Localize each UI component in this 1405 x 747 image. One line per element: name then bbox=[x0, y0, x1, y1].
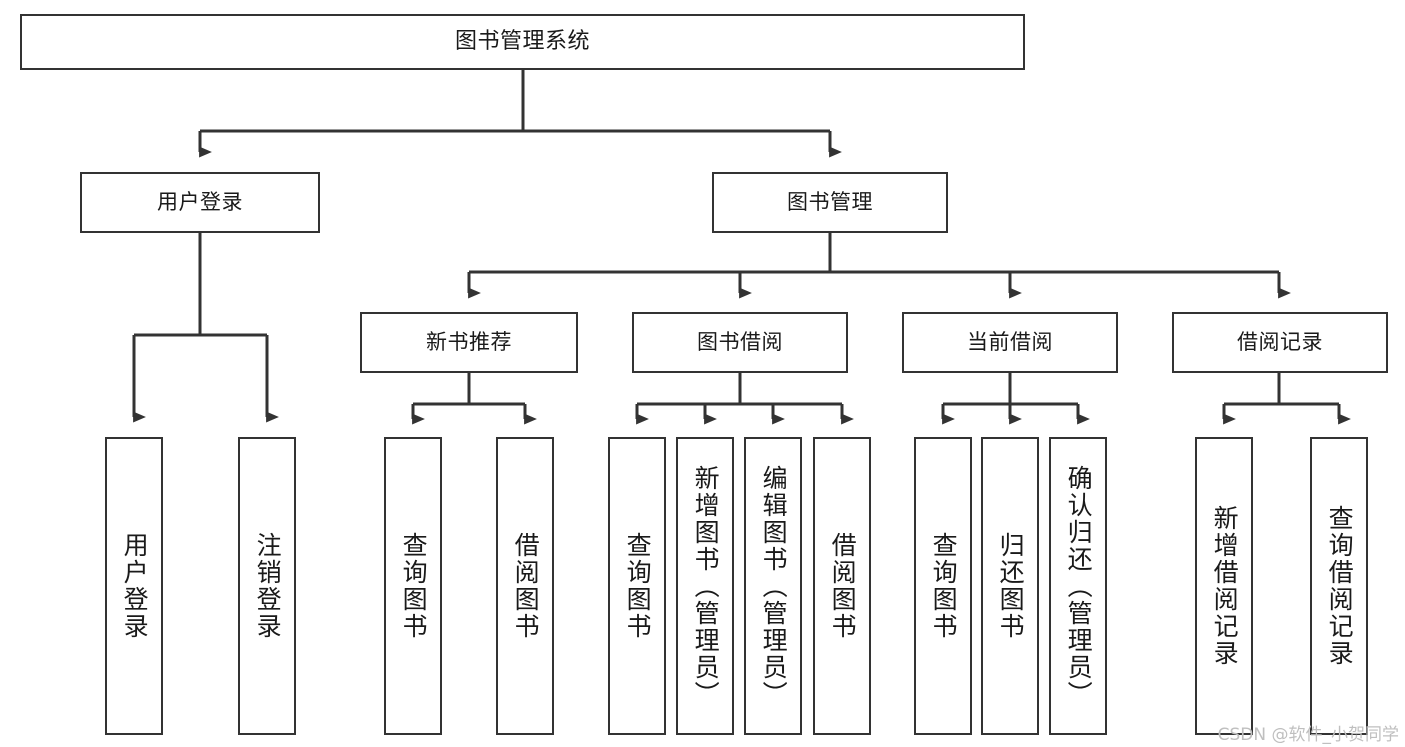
node-leaf-query-book-2[interactable]: 查询图书 bbox=[608, 437, 666, 735]
node-leaf-add-book[interactable]: 新增图书（管理员） bbox=[676, 437, 734, 735]
node-label: 查询图书 bbox=[929, 532, 959, 640]
node-current-borrow[interactable]: 当前借阅 bbox=[902, 312, 1118, 373]
node-label: 编辑图书（管理员） bbox=[759, 464, 789, 708]
node-leaf-edit-book[interactable]: 编辑图书（管理员） bbox=[744, 437, 802, 735]
node-label: 新增图书（管理员） bbox=[691, 464, 721, 708]
node-label: 用户登录 bbox=[120, 532, 150, 640]
node-user-login[interactable]: 用户登录 bbox=[80, 172, 320, 233]
node-label: 当前借阅 bbox=[967, 329, 1053, 354]
node-label: 图书借阅 bbox=[697, 329, 783, 354]
node-book-borrow[interactable]: 图书借阅 bbox=[632, 312, 848, 373]
node-label: 确认归还（管理员） bbox=[1064, 464, 1094, 708]
node-label: 图书管理 bbox=[787, 189, 873, 214]
node-leaf-confirm-return[interactable]: 确认归还（管理员） bbox=[1049, 437, 1107, 735]
node-label: 用户登录 bbox=[157, 189, 243, 214]
node-label: 借阅图书 bbox=[511, 532, 541, 640]
node-label: 查询借阅记录 bbox=[1325, 505, 1355, 667]
node-leaf-add-record[interactable]: 新增借阅记录 bbox=[1195, 437, 1253, 735]
node-leaf-user-logout[interactable]: 注销登录 bbox=[238, 437, 296, 735]
watermark-text: CSDN @软件_小贺同学 bbox=[1217, 725, 1399, 745]
node-leaf-borrow-book-1[interactable]: 借阅图书 bbox=[496, 437, 554, 735]
node-label: 新增借阅记录 bbox=[1210, 505, 1240, 667]
node-leaf-query-record[interactable]: 查询借阅记录 bbox=[1310, 437, 1368, 735]
node-label: 借阅记录 bbox=[1237, 329, 1323, 354]
node-leaf-return-book[interactable]: 归还图书 bbox=[981, 437, 1039, 735]
node-label: 查询图书 bbox=[399, 532, 429, 640]
node-label: 图书管理系统 bbox=[454, 28, 590, 54]
node-leaf-borrow-book-2[interactable]: 借阅图书 bbox=[813, 437, 871, 735]
node-label: 新书推荐 bbox=[426, 329, 512, 354]
node-label: 借阅图书 bbox=[828, 532, 858, 640]
node-label: 注销登录 bbox=[253, 532, 283, 640]
node-borrow-record[interactable]: 借阅记录 bbox=[1172, 312, 1388, 373]
node-book-manage[interactable]: 图书管理 bbox=[712, 172, 948, 233]
node-root-system[interactable]: 图书管理系统 bbox=[20, 14, 1025, 70]
node-new-book-rec[interactable]: 新书推荐 bbox=[360, 312, 578, 373]
node-label: 归还图书 bbox=[996, 532, 1026, 640]
node-leaf-user-login[interactable]: 用户登录 bbox=[105, 437, 163, 735]
node-leaf-query-book-1[interactable]: 查询图书 bbox=[384, 437, 442, 735]
node-label: 查询图书 bbox=[623, 532, 653, 640]
node-leaf-query-book-3[interactable]: 查询图书 bbox=[914, 437, 972, 735]
